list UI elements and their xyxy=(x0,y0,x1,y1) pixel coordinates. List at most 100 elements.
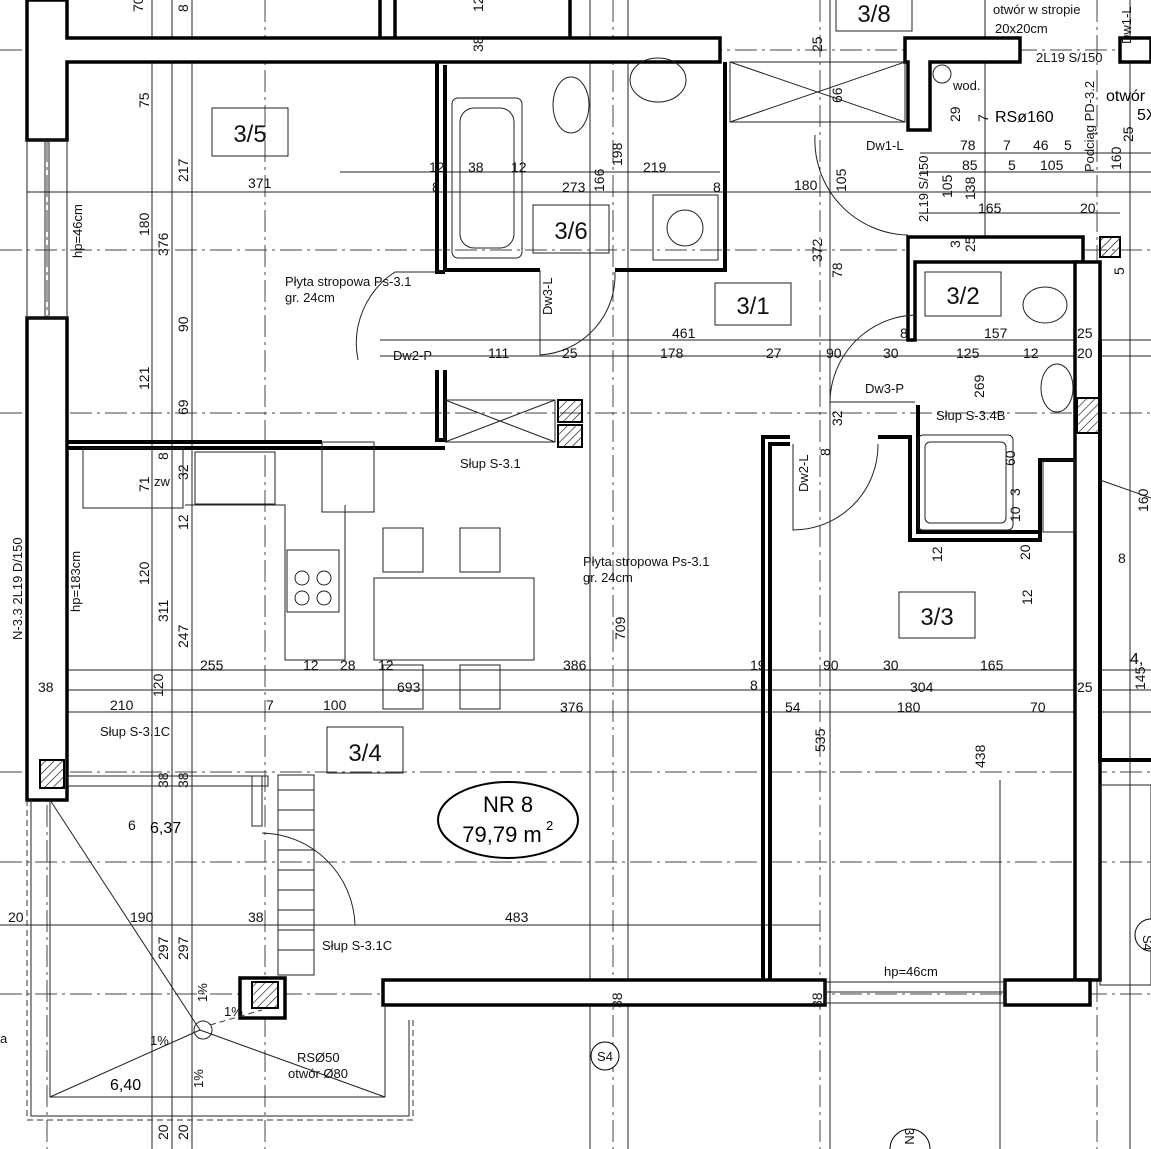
dimension-value: 709 xyxy=(612,616,628,640)
level-mark: 6,37 xyxy=(150,820,181,837)
beam-label: Podciąg PD-3.2 xyxy=(1082,81,1097,172)
dimension-value: 38 xyxy=(248,909,264,925)
dimension-value: 60 xyxy=(1002,450,1018,466)
dimension-value: 20 xyxy=(155,1124,171,1140)
dimension-value: 138 xyxy=(962,176,978,200)
dimension-value: 25 xyxy=(1077,679,1093,695)
dimension-value: 438 xyxy=(972,744,988,768)
dimension-value: 32 xyxy=(175,464,191,480)
dimension-value: 70 xyxy=(130,0,146,12)
dimension-value: 30 xyxy=(883,345,899,361)
slab-label: Płyta stropowa Ps-3.1 xyxy=(583,554,709,569)
doors xyxy=(355,134,916,531)
dimension-value: 8 xyxy=(900,325,908,341)
dimension-value: 25 xyxy=(1077,325,1093,341)
dimension-value: 38 xyxy=(38,679,54,695)
dimension-value: 38 xyxy=(809,992,825,1008)
room-3-5: 3/5 xyxy=(211,107,289,157)
room-label: 3/3 xyxy=(920,604,953,631)
lintel-label: 2L19 S/150 xyxy=(1036,50,1103,65)
slab-thickness: gr. 24cm xyxy=(285,290,335,305)
slab-label: Płyta stropowa Ps-3.1 xyxy=(285,274,411,289)
dimension-value: 71 xyxy=(136,476,152,492)
dimension-value: 105 xyxy=(939,174,955,198)
dimension-value: 7 xyxy=(975,114,991,122)
door-label: Dw2-L xyxy=(796,454,811,492)
dimension-value: 90 xyxy=(823,657,839,673)
dimension-value: 371 xyxy=(248,175,272,191)
dimension-value: 8 xyxy=(432,179,440,195)
dimension-value: 100 xyxy=(323,697,347,713)
drain-label: RSØ50 xyxy=(297,1050,340,1065)
axis-marker-s4-right: S4 xyxy=(1134,918,1151,952)
dimension-value: 160 xyxy=(1135,488,1151,512)
room-3-1: 3/1 xyxy=(714,282,792,326)
lintel-label: 2L19 S/150 xyxy=(916,155,931,222)
dimension-value: 8 xyxy=(1118,550,1126,566)
dimension-value: 255 xyxy=(200,657,224,673)
room-label: 3/5 xyxy=(233,121,266,148)
toilet-icon-2 xyxy=(1022,286,1068,324)
dimension-value: 121 xyxy=(136,366,152,390)
dimension-value: 19 xyxy=(750,657,766,673)
dimension-value: 304 xyxy=(910,679,934,695)
dimension-value: 165 xyxy=(978,200,1002,216)
dimension-value: 157 xyxy=(984,325,1008,341)
dimension-value: 69 xyxy=(175,399,191,415)
room-3-3: 3/3 xyxy=(898,591,976,639)
dimension-value: 32 xyxy=(829,410,845,426)
dimension-value: 125 xyxy=(956,345,980,361)
room-3-2: 3/2 xyxy=(924,271,1002,317)
apartment-label: NR 8 79,79 m 2 xyxy=(437,781,579,859)
dimension-value: 693 xyxy=(397,679,421,695)
dimension-value: 38 xyxy=(175,772,191,788)
area-unit-sup: 2 xyxy=(546,818,553,833)
sink-icon xyxy=(629,57,687,103)
dimension-value: 483 xyxy=(505,909,529,925)
dimension-value: 372 xyxy=(809,238,825,262)
dimension-value: 105 xyxy=(1040,157,1064,173)
riser-label: RSø160 xyxy=(995,109,1054,126)
dimension-value: 20 xyxy=(175,1124,191,1140)
room-3-4: 3/4 xyxy=(326,726,404,774)
dimension-value: 217 xyxy=(175,158,191,182)
sill-height: hp=183cm xyxy=(68,551,83,612)
washbasin-icon xyxy=(1040,363,1074,413)
dimension-value: 78 xyxy=(829,262,845,278)
dimension-value: 297 xyxy=(175,936,191,960)
dimension-value: 120 xyxy=(150,673,166,697)
dimension-value: 165 xyxy=(980,657,1004,673)
dimension-value: 46 xyxy=(1033,137,1049,153)
column-label: Słup S-3.1 xyxy=(460,456,521,471)
kitchen-sink-icon xyxy=(194,451,276,505)
shower-tray-icon xyxy=(917,434,1014,531)
bathtub-icon xyxy=(451,97,523,259)
edge-label: a xyxy=(0,1031,8,1046)
dimension-value: 25 xyxy=(962,236,978,252)
dimension-value: 178 xyxy=(660,345,684,361)
apartment-area: 79,79 m xyxy=(462,822,542,847)
dimension-value: 25 xyxy=(809,36,825,52)
dimension-value: 145 xyxy=(1132,666,1148,690)
dimension-value: 311 xyxy=(155,599,171,622)
dimension-value: 3 xyxy=(947,240,963,248)
dimension-value: 7 xyxy=(266,697,274,713)
dimension-value: 85 xyxy=(962,157,978,173)
dimension-value: 25 xyxy=(1120,126,1136,142)
axis-marker-3n: 3N xyxy=(889,1128,931,1149)
sill-height: hp=46cm xyxy=(884,964,938,979)
slab-thickness: gr. 24cm xyxy=(583,570,633,585)
dimension-value: 376 xyxy=(560,699,584,715)
dimension-value: 12 xyxy=(303,657,319,673)
walls xyxy=(25,0,1151,1007)
dimension-value: 210 xyxy=(110,697,134,713)
dimension-value: 8 xyxy=(155,452,171,460)
dimension-value: 12 xyxy=(470,0,486,12)
dimension-value: 3 xyxy=(1007,488,1023,496)
dimension-value: 111 xyxy=(488,345,509,361)
dimension-value: 5 xyxy=(1064,137,1072,153)
dimension-value: 75 xyxy=(136,92,152,108)
level-mark: 6,40 xyxy=(110,1077,141,1094)
